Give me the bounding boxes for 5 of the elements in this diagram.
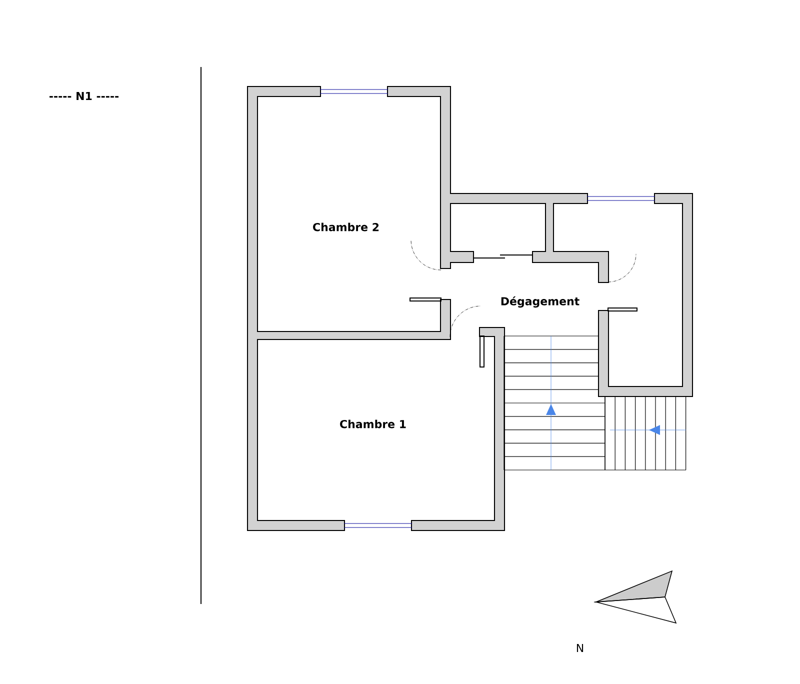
room-label: Dégagement: [501, 296, 580, 308]
room-label: Chambre 1: [340, 420, 406, 428]
room-label: Chambre 2: [313, 222, 379, 232]
level-label: ----- N1 -----: [50, 92, 118, 100]
compass-letter: N: [576, 644, 584, 652]
